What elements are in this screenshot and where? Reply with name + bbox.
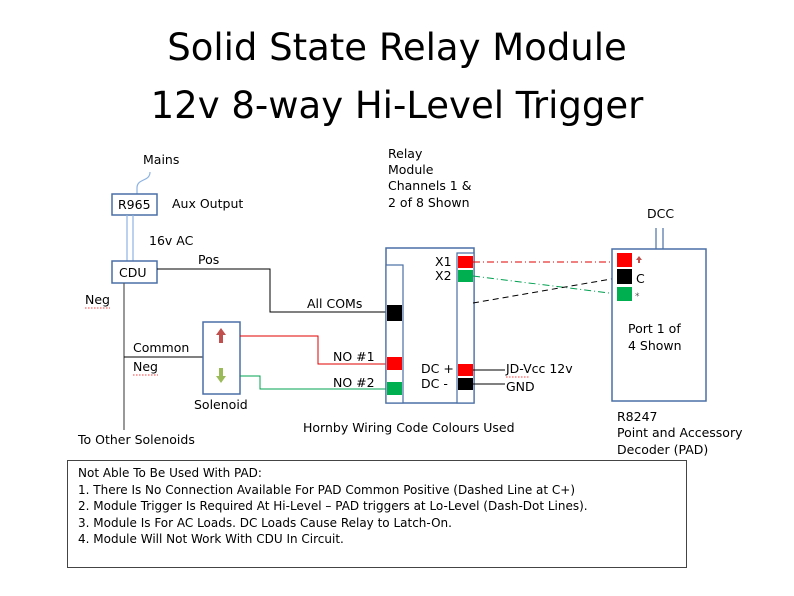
r8247-label: R8247 — [617, 409, 658, 424]
no2-label: NO #2 — [333, 375, 375, 390]
aux-output-label: Aux Output — [172, 196, 243, 211]
dc-minus-label: DC - — [421, 376, 448, 391]
pad-c-label: C — [636, 271, 645, 286]
cdu-label: CDU — [119, 265, 147, 280]
mains-wire — [136, 171, 151, 196]
to-other-solenoids-label: To Other Solenoids — [77, 432, 195, 447]
pad-arrow-icon — [636, 256, 642, 263]
note-item-3: 3. Module Is For AC Loads. DC Loads Caus… — [78, 515, 452, 530]
pad-minus-terminal — [617, 287, 632, 301]
pad-plus-terminal — [617, 253, 632, 267]
no2-wire — [240, 375, 386, 390]
r965-label: R965 — [118, 197, 151, 212]
dcc-label: DCC — [647, 206, 674, 221]
pos-wire — [157, 268, 386, 313]
common-label: Common — [133, 340, 189, 355]
no1-wire — [240, 335, 386, 365]
notes-box: Not Able To Be Used With PAD: 1. There I… — [67, 460, 687, 568]
no1-terminal — [387, 357, 402, 370]
common-dashed-line — [472, 277, 618, 304]
relay-label-2: Module — [388, 162, 434, 177]
port-label-2: 4 Shown — [628, 338, 682, 353]
gnd-label: GND — [506, 379, 535, 394]
x2-terminal — [458, 270, 473, 282]
pad-label-2: Decoder (PAD) — [617, 442, 708, 457]
jd-vcc-label: JD-Vcc 12v — [505, 361, 573, 376]
cdu-box — [111, 260, 158, 284]
hornby-label: Hornby Wiring Code Colours Used — [303, 420, 515, 435]
ac16-label: 16v AC — [149, 233, 194, 248]
pad-label-1: Point and Accessory — [617, 425, 743, 440]
title-line-1: Solid State Relay Module — [167, 26, 627, 69]
note-item-1: 1. There Is No Connection Available For … — [78, 482, 576, 497]
solenoid-label: Solenoid — [194, 397, 248, 412]
dc-minus-terminal — [458, 378, 473, 390]
note-item-2: 2. Module Trigger Is Required At Hi-Leve… — [78, 499, 588, 513]
title-line-2: 12v 8-way Hi-Level Trigger — [150, 84, 644, 127]
port-label-1: Port 1 of — [628, 321, 681, 336]
x1-terminal — [458, 256, 473, 268]
r965-box — [111, 193, 158, 216]
arrow-down-icon — [216, 368, 226, 383]
notes-heading: Not Able To Be Used With PAD: — [78, 466, 262, 480]
arrow-up-icon — [216, 328, 226, 343]
all-coms-label: All COMs — [307, 296, 362, 311]
note-item-4: 4. Module Will Not Work With CDU In Circ… — [78, 532, 344, 546]
relay-label-4: 2 of 8 Shown — [388, 195, 470, 210]
neg-label: Neg — [85, 292, 110, 307]
mains-label: Mains — [143, 152, 179, 167]
x2-label: X2 — [435, 268, 452, 283]
pad-star-icon: * — [635, 292, 640, 302]
common-neg-label: Neg — [133, 359, 158, 374]
all-coms-terminal — [387, 305, 402, 321]
dc-plus-label: DC + — [421, 361, 454, 376]
x2-dashdot-line — [472, 275, 618, 295]
x1-label: X1 — [435, 254, 452, 269]
svg-text:*: * — [635, 292, 640, 302]
relay-label-1: Relay — [388, 146, 423, 161]
no2-terminal — [387, 382, 402, 395]
no1-label: NO #1 — [333, 349, 375, 364]
relay-label-3: Channels 1 & — [388, 178, 472, 193]
dc-plus-terminal — [458, 364, 473, 376]
pos-label: Pos — [198, 252, 219, 267]
pad-c-terminal — [617, 269, 632, 284]
